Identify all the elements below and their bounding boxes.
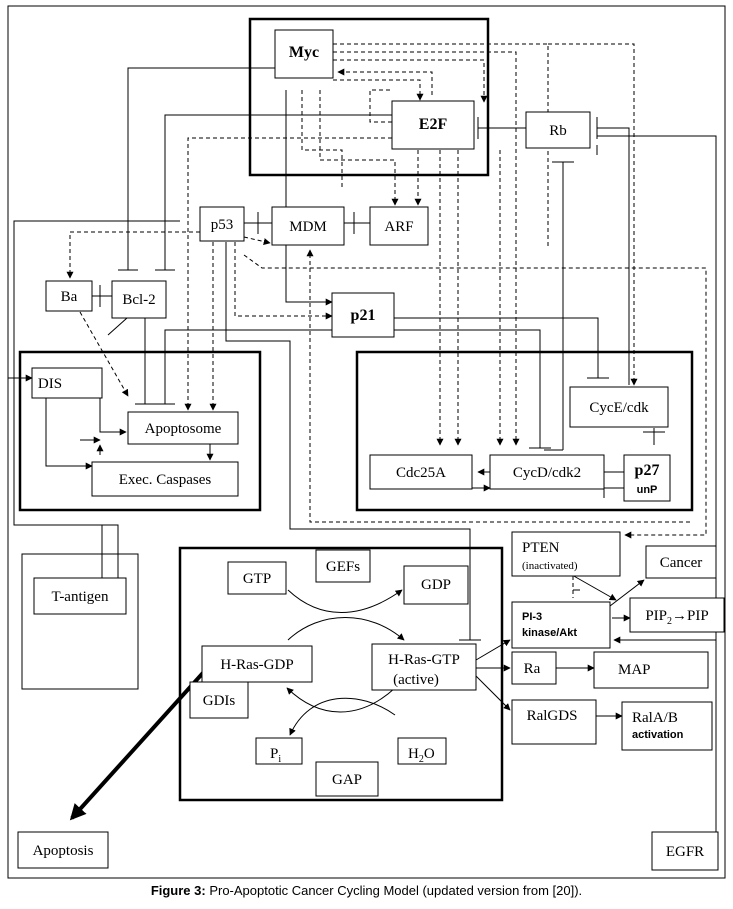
pten-box [511,531,621,577]
gap-box [315,761,379,797]
e2f-box [391,100,475,150]
pi3-label-top: PI-3 [522,611,542,623]
ralab-label-top: RalA/B [632,710,678,726]
pten-label-top: PTEN [522,540,560,556]
bcl2-label: Bcl-2 [122,292,155,308]
p53-box [199,206,245,242]
cell-cycle-module-box [355,350,694,512]
myc-e2f-module-box [248,17,490,177]
outer-frame [7,5,726,879]
dis-label: DIS [38,376,62,392]
myc-box [274,29,334,79]
h2o-box [397,737,447,765]
hras-gtp-box [371,643,477,691]
p53-label: p53 [211,217,234,233]
map-label: MAP [618,662,651,678]
pip-box [629,597,725,633]
map-box [593,651,709,689]
cancer-label: Cancer [660,555,702,571]
ras-cycle-module-box [178,546,504,802]
apoptosis-module-box [18,350,262,512]
ba-box [45,280,93,312]
e2f-label: E2F [419,116,448,133]
gdp-label: GDP [421,577,451,593]
pi-label: Pi [270,746,281,765]
figure-caption-text: Pro-Apoptotic Cancer Cycling Model (upda… [205,883,583,898]
myc-label: Myc [289,44,319,61]
gefs-box [315,549,371,583]
hras-gtp-label-top: H-Ras-GTP [388,652,460,668]
t-antigen-box [33,577,127,615]
figure-caption: Figure 3: Pro-Apoptotic Cancer Cycling M… [0,883,733,898]
ralgds-label: RalGDS [527,708,578,724]
pi3-kinase-box [511,601,611,649]
p27-box [623,454,671,502]
pip-right: →PIP [672,608,709,624]
hras-gdp-label: H-Ras-GDP [220,657,293,673]
cdc25a-box [369,454,473,490]
bcl2-box [111,280,167,319]
exec-caspases-label: Exec. Caspases [119,472,212,488]
arf-label: ARF [384,219,413,235]
mdm-box [271,206,345,246]
mdm-label: MDM [289,219,327,235]
h2o-right: O [424,746,435,762]
dashed-connectors [66,43,707,598]
cycd-cdk2-box [489,454,605,490]
p21-label: p21 [351,307,376,324]
cycd-cdk2-label: CycD/cdk2 [513,465,581,481]
cancer-box [645,545,717,579]
ba-label: Ba [61,289,78,305]
ra-label: Ra [524,661,541,677]
pip-subscript: 2 [667,616,672,627]
p21-box [331,292,395,338]
apoptosome-label: Apoptosome [145,421,222,437]
gdp-box [403,565,469,605]
pi-subscript: i [278,754,281,765]
pip-label: PIP2→PIP [645,608,708,627]
ralab-label-bottom: activation [632,729,684,741]
p27-label-top: p27 [635,462,660,479]
apoptosis-box [17,831,109,869]
figure-caption-label: Figure 3: [150,883,206,898]
rb-label: Rb [549,123,567,139]
t-antigen-container-box [21,553,139,690]
hras-gtp-label-bottom: (active) [393,672,439,688]
ra-box [511,651,557,685]
solid-connectors [8,67,717,832]
apoptosis-label: Apoptosis [33,843,94,859]
cyce-cdk-box [569,386,669,428]
h2o-left: H [408,746,419,762]
rb-box [525,111,591,149]
pten-label-bottom: (inactivated) [522,560,578,572]
t-antigen-label: T-antigen [52,589,109,605]
dis-box [31,367,103,399]
gefs-label: GEFs [326,559,360,575]
gdis-label: GDIs [203,693,236,709]
hras-gdp-box [201,645,313,683]
pip-left: PIP [645,608,667,624]
gap-label: GAP [332,772,362,788]
pi-left: P [270,746,278,762]
ralab-box [621,701,713,751]
exec-caspases-box [91,461,239,497]
h2o-label: H2O [408,746,435,765]
gtp-label: GTP [243,571,271,587]
pi3-label-bottom: kinase/Akt [522,627,577,639]
gtp-box [227,561,287,595]
p27-label-bottom: unP [637,484,658,496]
gdis-box [189,681,249,719]
ralgds-box [511,699,597,745]
h2o-subscript: 2 [419,754,424,765]
arf-box [369,206,429,246]
cyce-cdk-label: CycE/cdk [589,400,649,416]
egfr-box [651,831,719,871]
cdc25a-label: Cdc25A [396,465,446,481]
apoptosome-box [127,411,239,445]
egfr-label: EGFR [666,844,704,860]
pi-box [255,737,303,765]
